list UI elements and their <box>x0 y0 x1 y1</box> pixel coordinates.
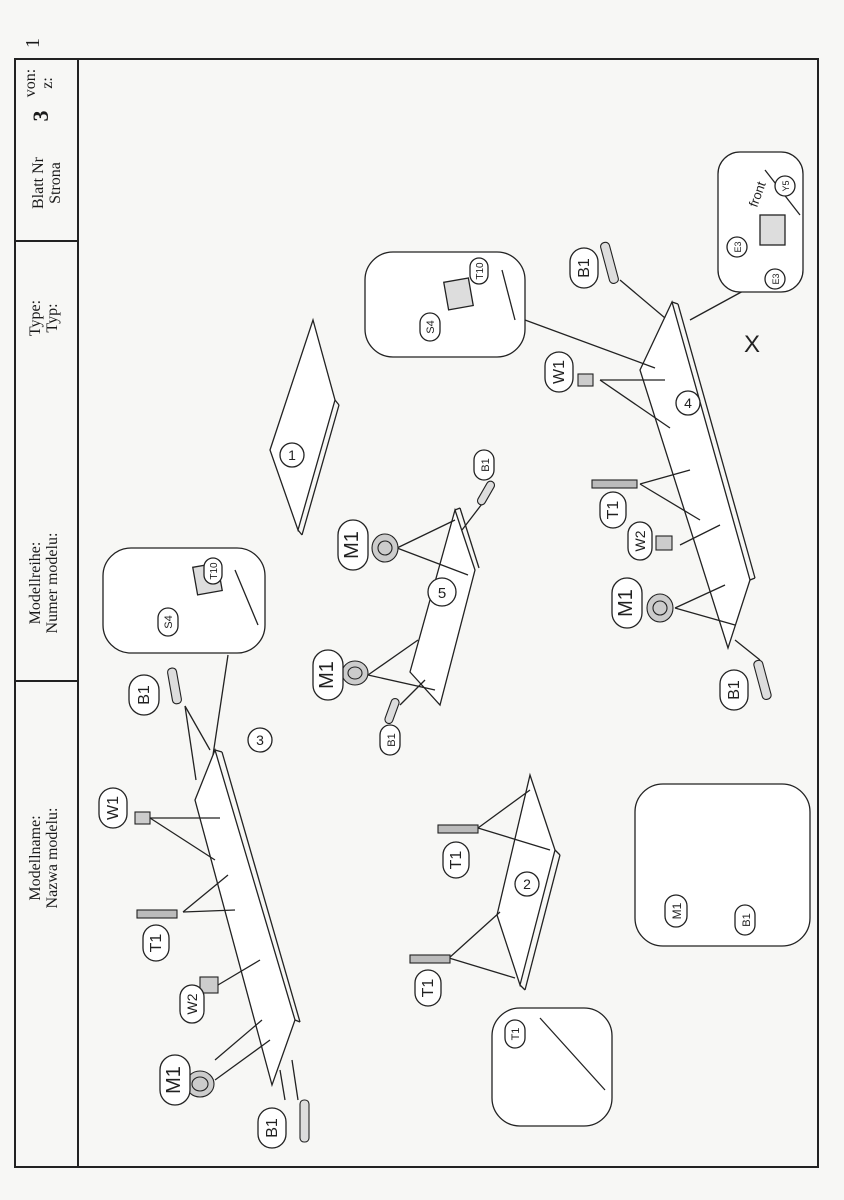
label-s4: S4 <box>157 607 179 637</box>
part-label-text: W1 <box>105 796 122 820</box>
part-label-text: E3 <box>733 241 743 252</box>
label-b1: B1 <box>734 904 756 936</box>
panel-3: 3 <box>149 654 301 1101</box>
label-m1: M1 <box>611 577 643 629</box>
panel-2: 2 <box>448 772 561 991</box>
part-label-text: B1 <box>386 733 398 746</box>
detail-bracket-icon <box>191 169 801 1091</box>
label-t1: T1 <box>599 491 627 529</box>
label-w2: W2 <box>627 521 653 561</box>
label-t1: T1 <box>414 969 442 1007</box>
label-m1: M1 <box>159 1054 191 1106</box>
label-s4: S4 <box>419 312 441 342</box>
cam-lock-icon <box>371 533 399 563</box>
part-label-text: M1 <box>316 661 338 689</box>
panel-5: 5 <box>367 499 486 707</box>
panel-4-number: 4 <box>684 395 692 411</box>
part-label-text: T1 <box>605 501 622 520</box>
panel-3-number: 3 <box>256 732 264 748</box>
screw-icon <box>136 909 178 919</box>
dowel-icon <box>384 697 400 725</box>
dowel-icon <box>167 667 182 705</box>
cam-lock-icon <box>341 660 369 686</box>
part-label-text: T1 <box>448 851 465 870</box>
dowel-icon <box>476 480 496 506</box>
label-b1: B1 <box>719 669 749 711</box>
label-w1: W1 <box>98 787 128 829</box>
drawing-frame <box>77 58 819 1168</box>
label-t10: T10 <box>469 257 489 285</box>
screw-icon <box>591 479 638 489</box>
panel-4: 4 <box>524 279 761 661</box>
part-label-text: T1 <box>420 979 437 998</box>
part-label-text: M1 <box>670 902 684 919</box>
part-label-text: E3 <box>771 273 781 284</box>
part-label-text: M1 <box>163 1066 185 1094</box>
panel-1: 1 <box>269 317 340 536</box>
part-labels: B1 B1 B1 B1 B1 B1 B1 M1 M1 M1 M1 M1 T1 T… <box>98 175 796 1149</box>
title-divider-2 <box>14 680 77 682</box>
part-label-text: B1 <box>576 258 593 278</box>
part-label-text: W1 <box>551 360 568 384</box>
part-label-text: S4 <box>425 320 437 333</box>
x-mark: X <box>744 331 760 358</box>
part-label-text: B1 <box>741 913 753 926</box>
part-label-text: T1 <box>148 934 165 953</box>
dowel-icon <box>299 1099 310 1143</box>
label-b1: B1 <box>569 247 599 289</box>
label-w1: W1 <box>544 351 574 393</box>
label-m1: M1 <box>337 519 369 571</box>
panel-5-number: 5 <box>438 585 446 602</box>
label-b1: B1 <box>379 724 401 756</box>
part-label-text: W2 <box>184 993 200 1014</box>
part-label-text: W2 <box>632 530 648 551</box>
label-t10: T10 <box>203 557 223 585</box>
part-label-text: T1 <box>510 1028 522 1041</box>
part-label-text: B1 <box>480 458 492 471</box>
panel-2-number: 2 <box>523 876 531 892</box>
label-t1: T1 <box>142 924 170 962</box>
label-w2: W2 <box>179 984 205 1024</box>
label-b1: B1 <box>128 674 160 716</box>
part-label-text: M1 <box>341 531 363 559</box>
connector-icon <box>199 976 219 994</box>
title-block <box>14 58 77 1168</box>
dowel-icon <box>753 659 772 701</box>
screw-icon <box>437 824 479 834</box>
part-label-text: T10 <box>475 262 486 280</box>
connector-icon <box>134 811 151 825</box>
part-label-text: B1 <box>726 680 743 700</box>
dowel-icon <box>600 241 619 284</box>
part-label-text: B1 <box>264 1118 281 1138</box>
part-label-text: M1 <box>615 589 637 617</box>
label-t1: T1 <box>442 841 470 879</box>
connector-icon <box>655 535 673 551</box>
part-label-text: B1 <box>136 685 153 705</box>
label-e3: E3 <box>726 236 748 258</box>
panel-1-number: 1 <box>288 447 296 463</box>
connector-icon <box>577 373 594 387</box>
part-label-text: S4 <box>163 615 175 628</box>
cam-lock-icon <box>646 593 674 623</box>
part-label-text: Y5 <box>781 180 791 191</box>
part-label-text: T10 <box>209 562 220 580</box>
label-m1: M1 <box>312 649 344 701</box>
title-divider-1 <box>14 240 77 242</box>
label-t1: T1 <box>504 1019 526 1049</box>
label-e3: E3 <box>764 268 786 290</box>
screw-icon <box>409 954 451 964</box>
label-m1: M1 <box>664 894 688 928</box>
label-y5: Y5 <box>774 175 796 197</box>
label-b1: B1 <box>257 1107 287 1149</box>
label-b1: B1 <box>473 449 495 481</box>
